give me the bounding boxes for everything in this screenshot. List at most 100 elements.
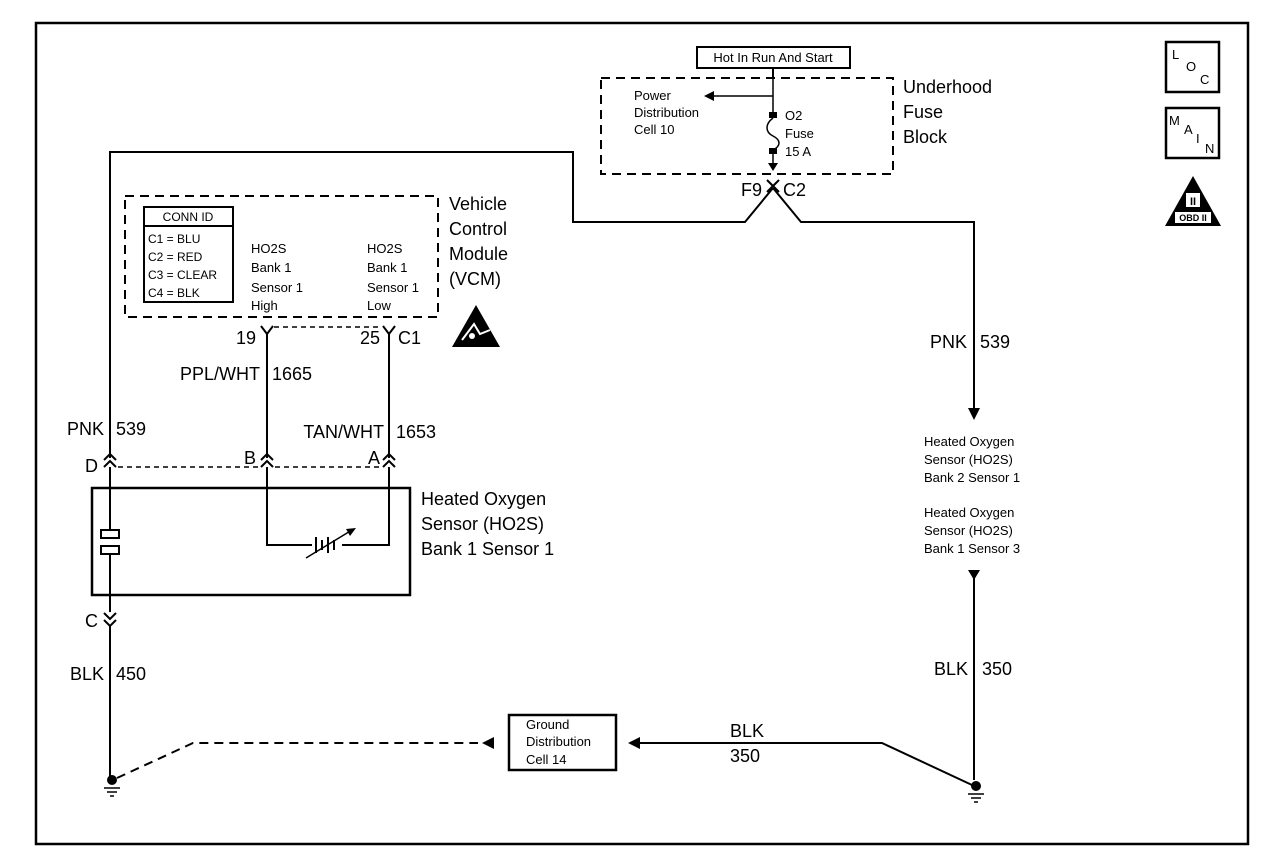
svg-text:N: N <box>1205 141 1214 156</box>
svg-text:Heated Oxygen: Heated Oxygen <box>421 489 546 509</box>
ground-link-arrow <box>482 737 494 749</box>
obd-ii-icon[interactable]: II OBD II <box>1165 176 1221 226</box>
loc-icon[interactable]: L O C <box>1164 40 1221 94</box>
pin-25-label: 25 <box>360 328 380 348</box>
pin-c2-label: C2 <box>783 180 806 200</box>
svg-text:Vehicle: Vehicle <box>449 194 507 214</box>
sensor-connector-c <box>103 612 117 628</box>
svg-text:II: II <box>1190 196 1196 208</box>
svg-text:Heated Oxygen: Heated Oxygen <box>924 505 1014 520</box>
wire-pnk-539-left <box>109 151 774 458</box>
power-dist-arrow <box>704 91 714 101</box>
pin-19-label: 19 <box>236 328 256 348</box>
svg-text:I: I <box>1196 131 1200 146</box>
vcm-pin-25-connector <box>382 325 396 336</box>
vcm-outline <box>124 195 439 318</box>
wire-350-right-label: 350 <box>982 659 1012 679</box>
svg-text:Cell 14: Cell 14 <box>526 752 566 767</box>
svg-text:Sensor 1: Sensor 1 <box>367 280 419 295</box>
svg-text:Block: Block <box>903 127 948 147</box>
conn-id-row: C3 = CLEAR <box>148 268 217 282</box>
pin-a-label: A <box>368 448 380 468</box>
sensor-connector-a <box>382 452 396 468</box>
pin-c-label: C <box>85 611 98 631</box>
svg-text:Fuse: Fuse <box>785 126 814 141</box>
svg-text:L: L <box>1172 47 1179 62</box>
hot-in-run-label-box: Hot In Run And Start <box>696 46 851 69</box>
svg-text:Fuse: Fuse <box>903 102 943 122</box>
wire-blk-350-bottom <box>638 742 973 786</box>
wire-pnk-left-label: PNK <box>67 419 104 439</box>
svg-text:Sensor 1: Sensor 1 <box>251 280 303 295</box>
svg-text:Underhood: Underhood <box>903 77 992 97</box>
wire-539-right-label: 539 <box>980 332 1010 352</box>
svg-text:Cell 10: Cell 10 <box>634 122 674 137</box>
conn-id-row: C1 = BLU <box>148 232 200 246</box>
svg-text:15 A: 15 A <box>785 144 811 159</box>
conn-id-row: C2 = RED <box>148 250 203 264</box>
sensor-outline <box>90 486 412 597</box>
variable-cell-icon <box>305 528 356 559</box>
pin-d-label: D <box>85 456 98 476</box>
ground-left-icon <box>104 775 120 797</box>
o2-fuse-icon <box>766 112 780 171</box>
wire-blk-right-label: BLK <box>934 659 968 679</box>
svg-text:Bank 1: Bank 1 <box>367 260 407 275</box>
vcm-pin-high-label: HO2S Bank 1 Sensor 1 High <box>251 241 303 313</box>
conn-id-title: CONN ID <box>163 210 214 224</box>
svg-text:O2: O2 <box>785 108 802 123</box>
power-dist-label: Power Distribution Cell 10 <box>634 88 699 137</box>
svg-text:High: High <box>251 298 278 313</box>
wire-tan-wht-label: TAN/WHT <box>303 422 384 442</box>
svg-text:A: A <box>1184 122 1193 137</box>
ground-link-dashed <box>116 742 478 779</box>
right-sensor-2-label: Heated Oxygen Sensor (HO2S) Bank 1 Senso… <box>924 505 1020 556</box>
svg-text:Bank 1: Bank 1 <box>251 260 291 275</box>
vcm-pin-low-label: HO2S Bank 1 Sensor 1 Low <box>367 241 419 313</box>
svg-text:Low: Low <box>367 298 391 313</box>
ground-dist-arrow <box>628 737 640 749</box>
svg-text:OBD II: OBD II <box>1179 213 1207 223</box>
fuse-block-label: Underhood Fuse Block <box>903 77 992 147</box>
svg-text:Distribution: Distribution <box>526 734 591 749</box>
pin-b-label: B <box>244 448 256 468</box>
wire-blk-left-label: BLK <box>70 664 104 684</box>
heater-element-icon <box>100 529 120 555</box>
fuse-block-outline <box>600 77 894 175</box>
svg-text:HO2S: HO2S <box>367 241 403 256</box>
wire-pnk-539-right <box>772 187 975 412</box>
pin-c1-label: C1 <box>398 328 421 348</box>
conn-id-row: C4 = BLK <box>148 286 200 300</box>
wire-ppl-wht-label: PPL/WHT <box>180 364 260 384</box>
vcm-label: Vehicle Control Module (VCM) <box>449 194 508 289</box>
svg-text:Control: Control <box>449 219 507 239</box>
page-border <box>34 21 1250 846</box>
svg-text:Power: Power <box>634 88 672 103</box>
svg-text:Bank 2 Sensor 1: Bank 2 Sensor 1 <box>924 470 1020 485</box>
fuse-connector-c2 <box>766 179 780 193</box>
svg-text:M: M <box>1169 113 1180 128</box>
main-icon[interactable]: M A I N <box>1164 106 1221 160</box>
svg-text:HO2S: HO2S <box>251 241 287 256</box>
wire-539-left-label: 539 <box>116 419 146 439</box>
pnk-right-arrow <box>968 408 980 420</box>
svg-text:Distribution: Distribution <box>634 105 699 120</box>
vcm-pin-19-connector <box>260 325 274 336</box>
sensor-connector-d <box>103 452 117 468</box>
right-sensor-1-label: Heated Oxygen Sensor (HO2S) Bank 2 Senso… <box>924 434 1020 485</box>
wire-blk-bottom-label: BLK <box>730 721 764 741</box>
wire-1653-label: 1653 <box>396 422 436 442</box>
o2-fuse-label: O2 Fuse 15 A <box>785 108 814 159</box>
wire-350-bottom-label: 350 <box>730 746 760 766</box>
svg-text:Sensor (HO2S): Sensor (HO2S) <box>924 523 1013 538</box>
conn-id-table: CONN ID C1 = BLU C2 = RED C3 = CLEAR C4 … <box>143 206 234 303</box>
ground-dist-box: Ground Distribution Cell 14 <box>507 713 618 772</box>
wire-450-label: 450 <box>116 664 146 684</box>
sensor-connector-b <box>260 452 274 468</box>
svg-text:Sensor (HO2S): Sensor (HO2S) <box>924 452 1013 467</box>
svg-text:(VCM): (VCM) <box>449 269 501 289</box>
svg-text:Bank 1 Sensor 3: Bank 1 Sensor 3 <box>924 541 1020 556</box>
svg-text:Module: Module <box>449 244 508 264</box>
ground-right-icon <box>968 781 984 803</box>
